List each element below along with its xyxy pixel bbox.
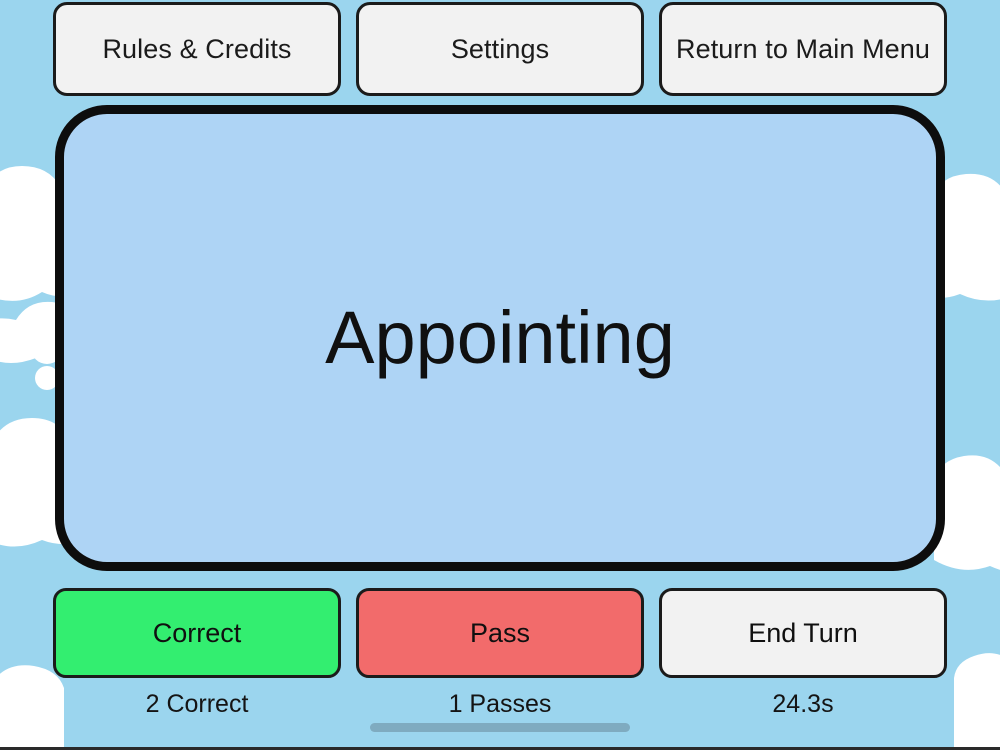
action-button-bar: Correct Pass End Turn <box>0 588 1000 678</box>
return-to-main-menu-label: Return to Main Menu <box>675 33 931 64</box>
end-turn-label: End Turn <box>748 617 858 648</box>
word-card[interactable]: Appointing <box>55 105 945 571</box>
end-turn-button[interactable]: End Turn <box>659 588 947 678</box>
pass-label: Pass <box>469 617 531 648</box>
current-word: Appointing <box>325 296 675 379</box>
scroll-indicator[interactable] <box>370 723 630 732</box>
correct-count: 2 Correct <box>145 690 249 718</box>
correct-label: Correct <box>152 617 242 648</box>
top-button-bar: Rules & Credits Settings Return to Main … <box>0 2 1000 96</box>
correct-button[interactable]: Correct <box>53 588 341 678</box>
settings-button[interactable]: Settings <box>356 2 644 96</box>
status-bar: 2 Correct 1 Passes 24.3s <box>0 690 1000 734</box>
rules-and-credits-button[interactable]: Rules & Credits <box>53 2 341 96</box>
turn-timer: 24.3s <box>772 690 834 718</box>
settings-label: Settings <box>450 33 550 64</box>
return-to-main-menu-button[interactable]: Return to Main Menu <box>659 2 947 96</box>
pass-button[interactable]: Pass <box>356 588 644 678</box>
rules-and-credits-label: Rules & Credits <box>102 33 292 64</box>
passes-count: 1 Passes <box>448 690 552 718</box>
